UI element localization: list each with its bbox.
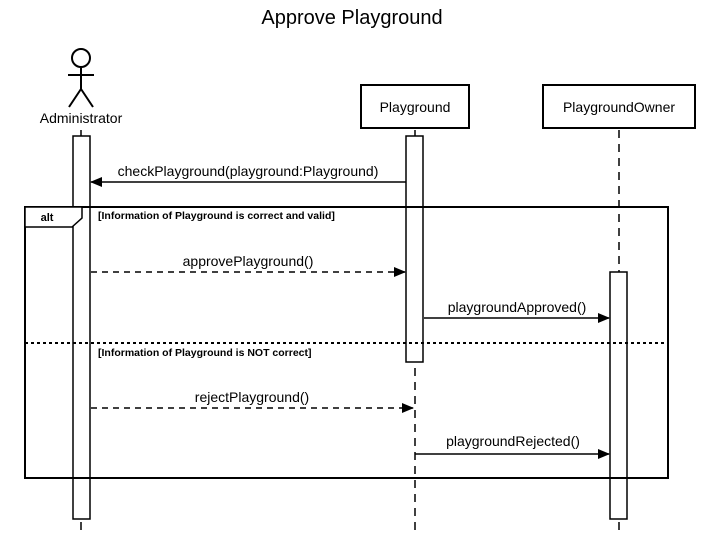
message-approve-label: approvePlayground()	[183, 253, 314, 269]
alt-guard-correct: [Information of Playground is correct an…	[98, 210, 335, 222]
activation-playground	[405, 135, 424, 363]
actor-administrator-label: Administrator	[40, 110, 123, 126]
participant-playground-label: Playground	[380, 99, 451, 115]
participant-owner-box	[542, 84, 696, 129]
participant-playground-box	[360, 84, 470, 129]
activation-owner	[609, 271, 628, 520]
message-check-label: checkPlayground(playground:Playground)	[118, 163, 379, 179]
message-approved-label: playgroundApproved()	[448, 299, 587, 315]
participant-owner-label: PlaygroundOwner	[563, 99, 675, 115]
alt-guard-not-correct: [Information of Playground is NOT correc…	[98, 347, 312, 359]
alt-fragment-tab	[24, 206, 83, 228]
activation-administrator	[72, 135, 91, 520]
actor-icon	[68, 48, 94, 108]
message-rejected-label: playgroundRejected()	[446, 433, 580, 449]
message-reject-label: rejectPlayground()	[195, 389, 309, 405]
alt-operator-label: alt	[41, 212, 54, 224]
diagram-title: Approve Playground	[261, 7, 442, 29]
